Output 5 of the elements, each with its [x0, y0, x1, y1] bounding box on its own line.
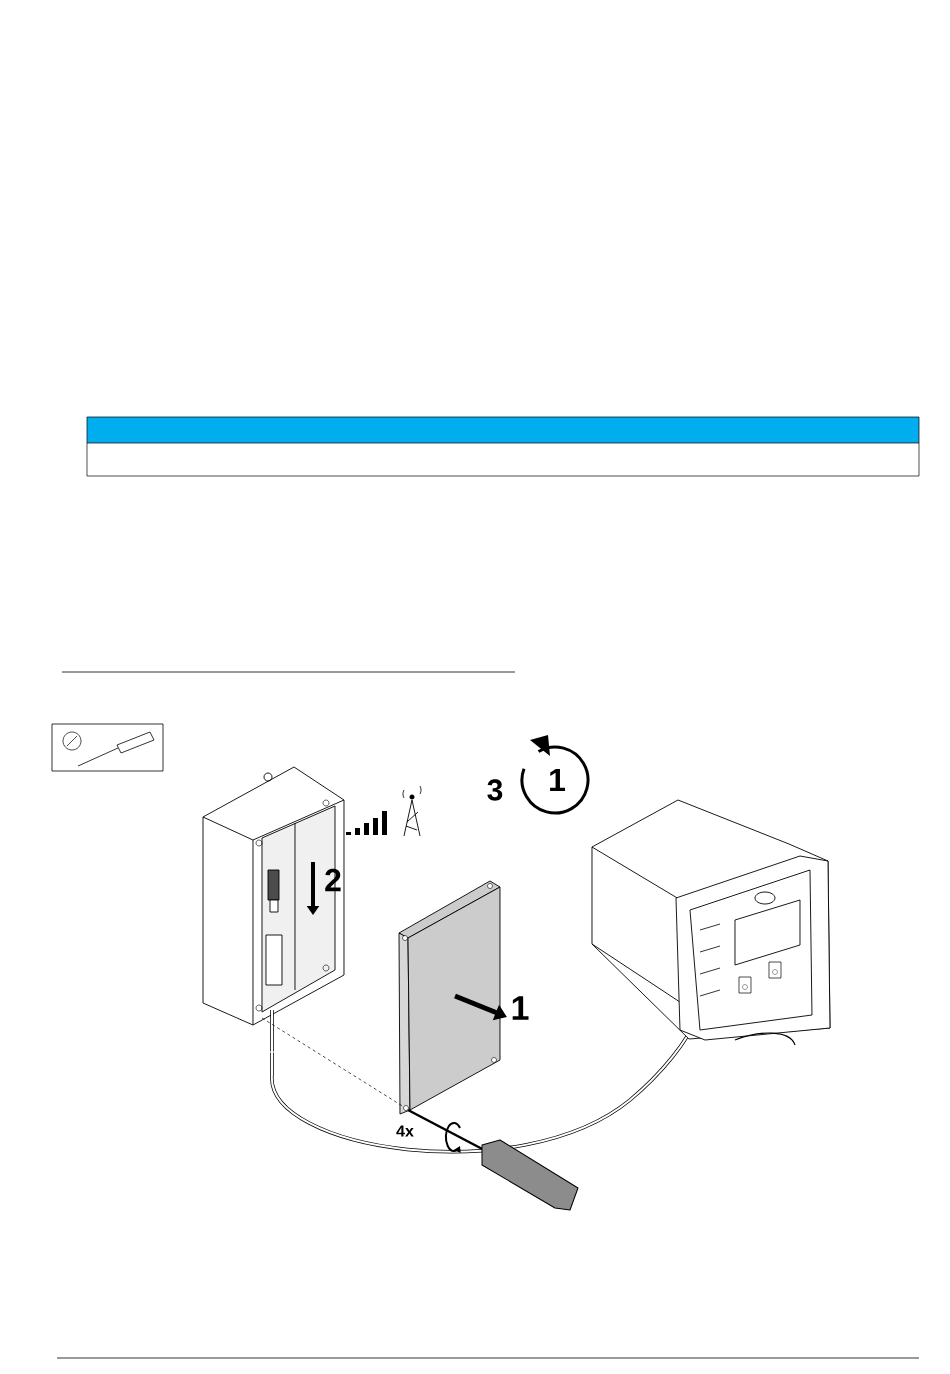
step-number: 2 — [325, 868, 341, 892]
count-label: 4x — [396, 1125, 414, 1137]
step-number: 3 — [487, 779, 503, 801]
step-number: 1 — [550, 769, 565, 791]
step-number: 1 — [512, 996, 529, 1020]
